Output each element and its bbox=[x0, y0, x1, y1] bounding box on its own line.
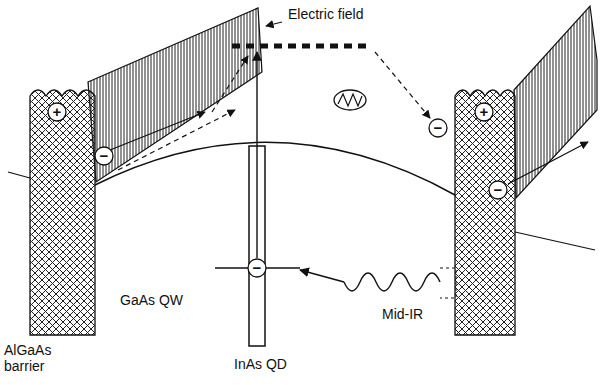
left-hatched-slab bbox=[88, 8, 262, 182]
right-hatched-slab bbox=[514, 6, 597, 198]
layer-label: AlGaAs barrier bbox=[4, 342, 62, 374]
continuum-level bbox=[232, 44, 372, 49]
band-curve bbox=[95, 142, 455, 195]
layer-label: GaAs QW bbox=[118, 292, 185, 308]
left-barrier bbox=[30, 90, 95, 335]
charge-symbol: + bbox=[480, 103, 489, 120]
charge-symbol: − bbox=[494, 181, 503, 198]
field-label: Electric field bbox=[286, 6, 365, 22]
charge-symbol: + bbox=[53, 103, 62, 120]
charge-symbol: − bbox=[253, 259, 262, 276]
right-barrier bbox=[455, 90, 515, 335]
radiation-label: Mid-IR bbox=[380, 306, 425, 322]
charge-symbol: − bbox=[100, 147, 109, 164]
charge-symbol: − bbox=[434, 119, 443, 136]
layer-label: InAs QD bbox=[232, 356, 289, 372]
